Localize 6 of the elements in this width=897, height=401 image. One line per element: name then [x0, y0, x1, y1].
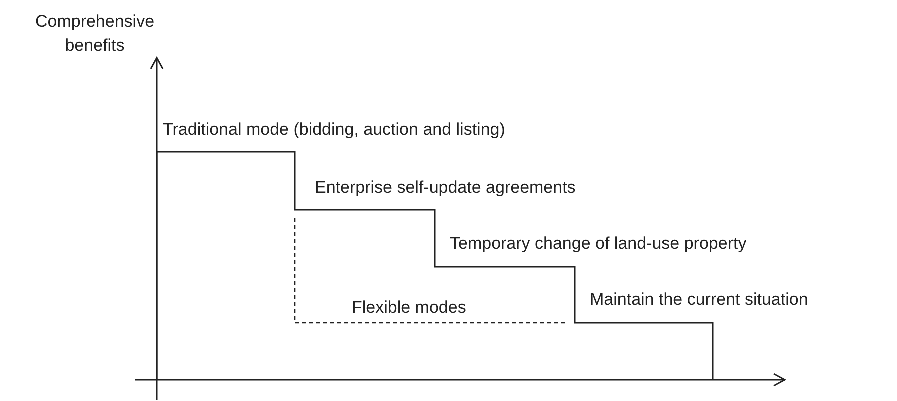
step-label: Traditional mode (bidding, auction and listing) [163, 120, 506, 140]
step-label: Temporary change of land-use property [450, 234, 747, 254]
step-label: Maintain the current situation [590, 290, 808, 310]
step-label: Enterprise self-update agreements [315, 178, 576, 198]
bracket-label: Flexible modes [352, 298, 466, 318]
axis-title: Comprehensive benefits [34, 11, 156, 57]
